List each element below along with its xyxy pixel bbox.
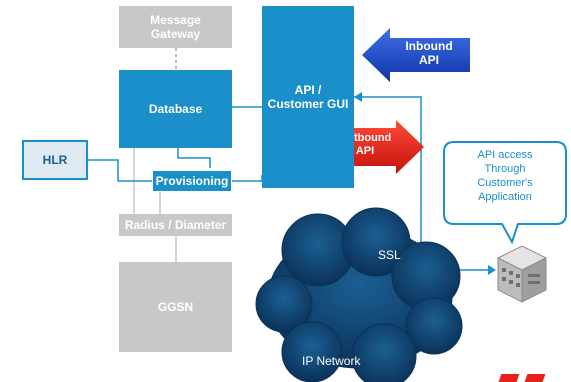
corner-mark-2 (524, 374, 546, 382)
ip-network-label: IP Network (302, 354, 361, 368)
radius-diameter-node: Radius / Diameter (119, 214, 232, 236)
hlr-node: HLR (22, 140, 88, 180)
api-customer-gui-node: API / Customer GUI (262, 6, 354, 188)
ssl-label: SSL (378, 248, 401, 262)
database-node: Database (119, 70, 232, 148)
ggsn-node: GGSN (119, 262, 232, 352)
corner-mark-1 (498, 374, 520, 382)
inbound-arrow-label: Inbound API (405, 39, 453, 67)
message-gateway-node: Message Gateway (119, 6, 232, 48)
provisioning-node: Provisioning (152, 170, 232, 192)
inbound-arrow (362, 28, 470, 82)
callout-text: API access Through Customer's Applicatio… (477, 149, 533, 203)
ip-network-cloud (255, 207, 463, 382)
callout-bubble (443, 141, 567, 245)
server-icon (496, 245, 548, 303)
